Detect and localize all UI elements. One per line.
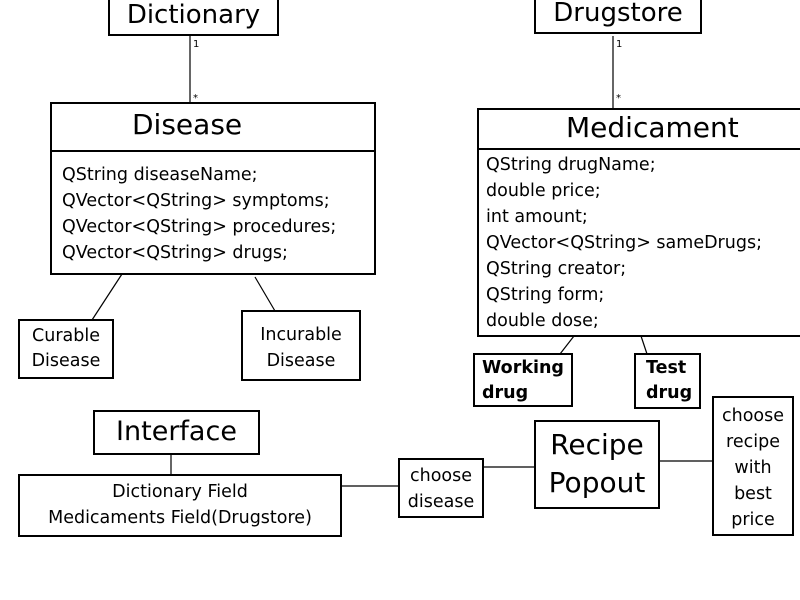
disease-title: Disease [132, 108, 243, 141]
disease-attribute: QString diseaseName; [62, 165, 258, 185]
medicament-attribute: QString creator; [486, 259, 627, 279]
disease-attribute: QVector<QString> symptoms; [62, 191, 330, 211]
test-drug-box: Test drug [634, 353, 701, 409]
recipe-popout-box: Recipe Popout [534, 420, 660, 509]
dictionary-box: Dictionary [108, 0, 279, 36]
drugstore-box: Drugstore [534, 0, 702, 34]
interface-fields-box: Dictionary Field Medicaments Field(Drugs… [18, 474, 342, 537]
medicament-attribute: QString form; [486, 285, 605, 305]
interface-title: Interface [116, 416, 237, 447]
medicament-test-link [640, 335, 648, 355]
working-drug-line1: Working [482, 358, 564, 378]
medicament-attribute: QVector<QString> sameDrugs; [486, 233, 762, 253]
curable-disease-line2: Disease [31, 351, 101, 371]
medicament-attribute: double price; [486, 181, 601, 201]
disease-class: Disease QString diseaseName; QVector<QSt… [50, 102, 376, 275]
recipe-popout-line2: Popout [548, 466, 646, 499]
curable-disease-box: Curable Disease [18, 319, 114, 379]
interface-box: Interface [93, 410, 260, 455]
recipe-popout-line1: Recipe [550, 428, 644, 461]
choose-recipe-line: recipe [726, 432, 780, 452]
choose-recipe-box: choose recipe with best price [712, 396, 794, 536]
medicament-title: Medicament [566, 111, 739, 144]
medicament-attribute: double dose; [486, 311, 599, 331]
medicament-attribute: int amount; [486, 207, 588, 227]
drugstore-multiplicity-bottom: * [616, 93, 621, 104]
working-drug-box: Working drug [473, 353, 573, 407]
disease-curable-link [91, 273, 123, 321]
medicament-attribute: QString drugName; [486, 155, 656, 175]
dictionary-title: Dictionary [126, 0, 261, 30]
dictionary-multiplicity-top: 1 [193, 39, 200, 50]
disease-attribute: QVector<QString> procedures; [62, 217, 337, 237]
working-drug-line2: drug [482, 383, 529, 403]
disease-attributes: QString diseaseName; QVector<QString> sy… [62, 162, 336, 266]
test-drug-line1: Test [646, 358, 687, 378]
disease-attribute: QVector<QString> drugs; [62, 243, 288, 263]
dictionary-multiplicity-bottom: * [193, 93, 198, 104]
medicament-divider [479, 148, 800, 150]
choose-disease-line1: choose [409, 466, 472, 486]
choose-recipe-line: price [731, 510, 775, 530]
choose-disease-box: choose disease [398, 458, 484, 518]
medicament-working-link [559, 335, 575, 355]
choose-recipe-line: with [734, 458, 772, 478]
disease-incurable-link [254, 276, 276, 312]
choose-recipe-line: best [734, 484, 772, 504]
incurable-disease-line1: Incurable [260, 325, 342, 345]
curable-disease-line1: Curable [32, 326, 100, 346]
dictionary-field-label: Dictionary Field [112, 482, 248, 502]
test-drug-line2: drug [646, 383, 693, 403]
drugstore-multiplicity-top: 1 [616, 39, 623, 50]
choose-disease-line2: disease [407, 492, 475, 512]
medicament-class: Medicament QString drugName; double pric… [477, 108, 800, 337]
medicament-attributes: QString drugName; double price; int amou… [486, 152, 762, 334]
incurable-disease-line2: Disease [266, 351, 336, 371]
medicaments-field-label: Medicaments Field(Drugstore) [48, 508, 312, 528]
choose-recipe-line: choose [721, 406, 784, 426]
incurable-disease-box: Incurable Disease [241, 310, 361, 381]
disease-divider [52, 150, 374, 152]
drugstore-title: Drugstore [553, 0, 683, 28]
